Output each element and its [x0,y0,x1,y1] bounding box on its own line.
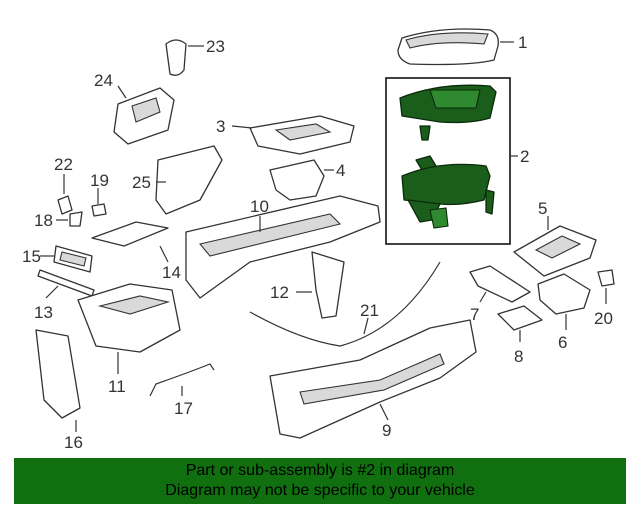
callout-22: 22 [54,155,73,174]
callout-18: 18 [34,211,53,230]
callout-20: 20 [594,309,613,328]
callout-8: 8 [514,347,523,366]
callout-25: 25 [132,173,151,192]
part-13-strip[interactable] [37,269,95,297]
callout-19: 19 [90,171,109,190]
callout-9: 9 [382,421,391,440]
part-12-support[interactable] [311,251,345,319]
part-4-tray[interactable] [269,159,325,201]
part-15-switch-panel[interactable] [53,245,93,273]
callout-14: 14 [162,263,181,282]
callout-7: 7 [470,305,479,324]
part-9-lower-console[interactable] [269,319,477,439]
part-3-cup-holder[interactable] [249,115,355,155]
banner-line-1: Part or sub-assembly is #2 in diagram [185,462,455,479]
part-8-mat[interactable] [497,305,543,331]
part-25-bracket[interactable] [155,145,223,215]
callout-4: 4 [336,161,345,180]
part-22-clip[interactable] [57,195,73,215]
part-19-clip[interactable] [91,203,107,217]
part-1-armrest-lid[interactable] [397,28,499,66]
callout-2: 2 [520,147,529,166]
part-11-console-lower[interactable] [77,283,181,353]
part-7-trim[interactable] [469,265,531,303]
callout-1: 1 [518,33,527,52]
callout-15: 15 [22,247,41,266]
callout-6: 6 [558,333,567,352]
banner-line-2: Diagram may not be specific to your vehi… [165,482,475,499]
part-18-clip[interactable] [69,211,83,227]
callout-16: 16 [64,433,83,452]
part-23-shift-knob[interactable] [165,39,187,76]
callout-17: 17 [174,399,193,418]
callout-23: 23 [206,37,225,56]
callout-13: 13 [34,303,53,322]
part-24-shift-panel[interactable] [113,87,175,145]
part-16-side-panel[interactable] [35,329,81,419]
part-2-assembly[interactable] [385,77,511,245]
part-10-console-body[interactable] [185,195,381,299]
part-21-cable[interactable] [249,261,441,347]
part-6-storage-bin[interactable] [537,273,591,315]
callout-10: 10 [250,197,269,216]
parts-diagram: 1 2 23 24 3 4 25 [22,28,615,452]
callout-5: 5 [538,199,547,218]
callout-3: 3 [216,117,225,136]
part-5-trim-panel[interactable] [513,225,597,277]
part-17-harness[interactable] [149,363,215,397]
callout-24: 24 [94,71,113,90]
callout-11: 11 [108,377,126,396]
callout-12: 12 [270,283,289,302]
part-14-mat[interactable] [91,221,169,247]
callout-21: 21 [360,301,379,320]
part-20-connector[interactable] [597,269,615,287]
info-banner: Part or sub-assembly is #2 in diagram Di… [14,458,626,504]
